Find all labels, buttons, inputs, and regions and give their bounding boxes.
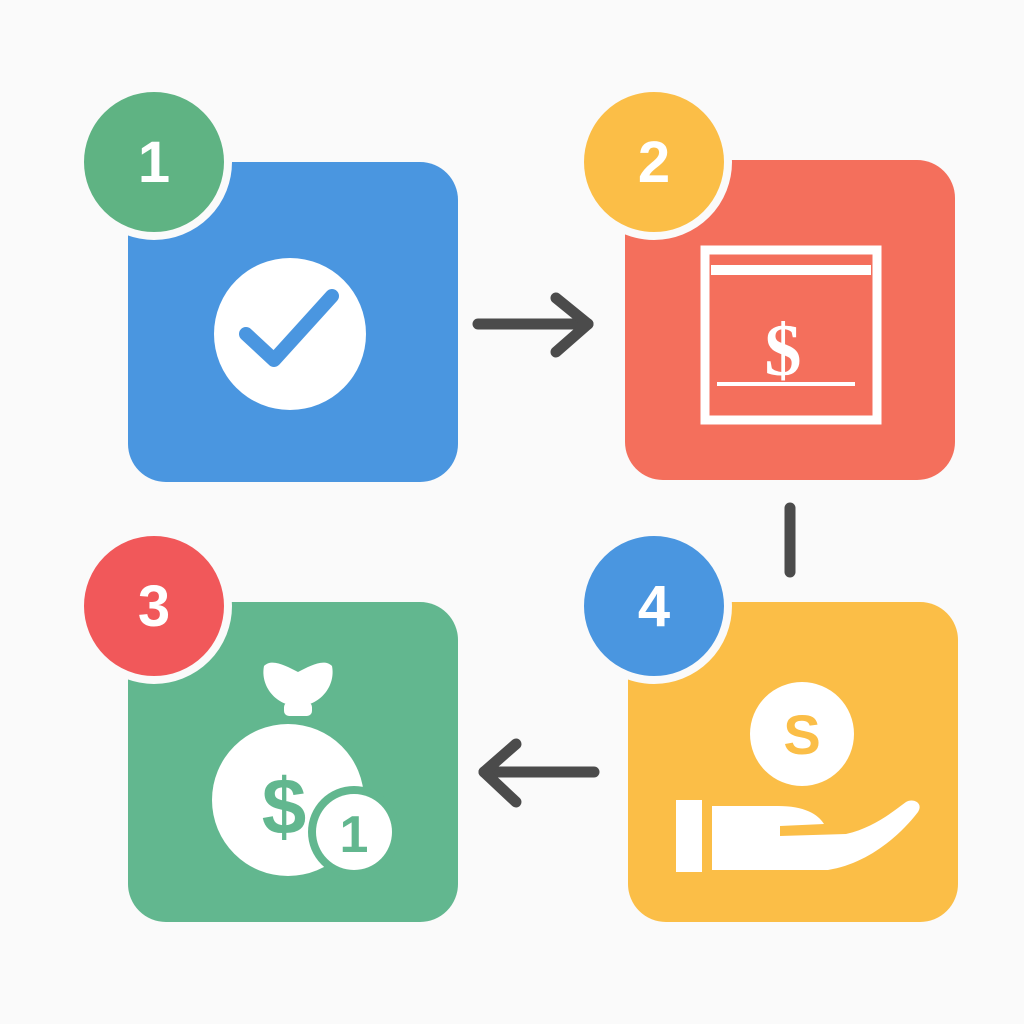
bag-dollar-glyph: $ (262, 762, 307, 851)
step-2-badge: 2 (576, 84, 732, 240)
invoice-dollar-glyph: $ (765, 310, 802, 392)
step-1-number: 1 (137, 129, 171, 195)
step-1-badge: 1 (76, 84, 232, 240)
invoice-window-icon: $ (700, 245, 882, 425)
arrow-step4-to-step3 (478, 738, 600, 808)
hand-coin-icon: S (676, 682, 920, 872)
money-bag-icon: $ 1 (212, 662, 400, 878)
step-4-badge: 4 (576, 528, 732, 684)
coin-s-glyph: S (783, 703, 820, 766)
arrow-step1-to-step2 (472, 292, 594, 358)
step-1-card (128, 162, 458, 482)
coin-number-glyph: 1 (340, 806, 369, 864)
step-3-number: 3 (137, 573, 171, 639)
step-3-card: $ 1 (128, 602, 458, 922)
step-3-badge: 3 (76, 528, 232, 684)
step-2-number: 2 (637, 129, 671, 195)
step-4-card: S (628, 602, 958, 922)
check-circle-icon (214, 258, 366, 410)
step-4-number: 4 (637, 573, 671, 639)
